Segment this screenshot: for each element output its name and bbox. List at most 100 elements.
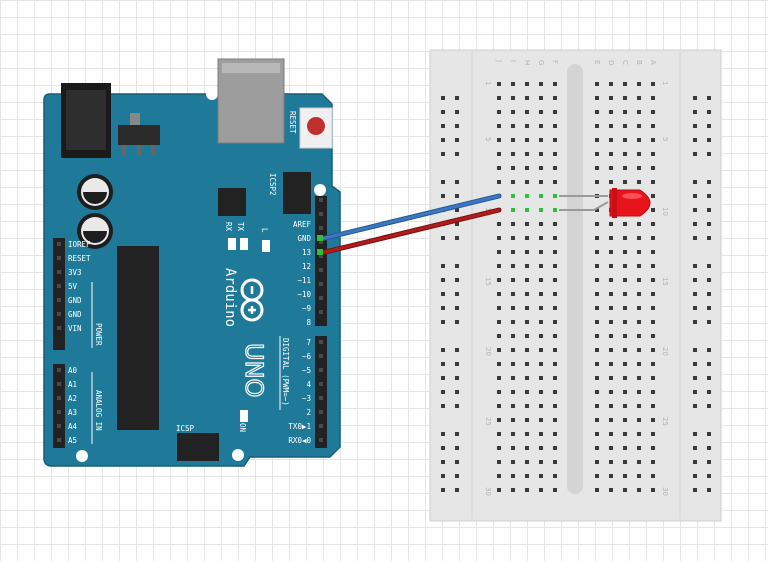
breadboard-hole bbox=[595, 96, 599, 100]
rail-hole bbox=[455, 390, 459, 394]
breadboard-hole bbox=[609, 152, 613, 156]
breadboard-hole bbox=[511, 110, 515, 114]
row-number: 10 bbox=[661, 207, 669, 216]
header-pin bbox=[319, 310, 323, 314]
rail-hole bbox=[693, 152, 697, 156]
rail-hole bbox=[455, 208, 459, 212]
header-pin bbox=[57, 424, 61, 428]
rail-hole bbox=[693, 208, 697, 212]
breadboard-hole bbox=[553, 474, 557, 478]
atmega16u2-chip bbox=[218, 188, 246, 216]
breadboard-hole bbox=[623, 418, 627, 422]
rail-hole bbox=[693, 474, 697, 478]
power-pin-label: 3V3 bbox=[68, 268, 82, 277]
breadboard-hole bbox=[637, 376, 641, 380]
power-pin-label: RESET bbox=[68, 254, 91, 263]
breadboard-hole bbox=[511, 96, 515, 100]
breadboard-hole bbox=[651, 208, 655, 212]
rail-hole bbox=[441, 488, 445, 492]
breadboard-hole bbox=[651, 278, 655, 282]
breadboard-hole bbox=[553, 180, 557, 184]
breadboard-hole bbox=[595, 82, 599, 86]
breadboard-hole bbox=[553, 376, 557, 380]
breadboard-hole bbox=[595, 376, 599, 380]
header-pin bbox=[319, 226, 323, 230]
breadboard-hole bbox=[623, 348, 627, 352]
breadboard-hole bbox=[539, 250, 543, 254]
arduino-wordmark: Arduino bbox=[222, 268, 238, 327]
rail-hole bbox=[707, 460, 711, 464]
breadboard-hole bbox=[511, 124, 515, 128]
breadboard-hole bbox=[525, 152, 529, 156]
breadboard-hole bbox=[637, 418, 641, 422]
breadboard-hole bbox=[511, 488, 515, 492]
breadboard-hole bbox=[623, 124, 627, 128]
breadboard-hole bbox=[609, 278, 613, 282]
breadboard-hole bbox=[511, 250, 515, 254]
analog-pin-label: A5 bbox=[68, 436, 77, 445]
digital-pin-label: ~10 bbox=[297, 290, 311, 299]
digital-header-top bbox=[315, 196, 327, 326]
breadboard-hole bbox=[497, 236, 501, 240]
breadboard-hole bbox=[497, 390, 501, 394]
breadboard-hole bbox=[637, 446, 641, 450]
breadboard-hole bbox=[623, 404, 627, 408]
rail-hole bbox=[455, 152, 459, 156]
breadboard-hole bbox=[511, 82, 515, 86]
wires bbox=[317, 193, 502, 256]
digital-pin-label: RX0◀0 bbox=[288, 436, 311, 445]
rail-hole bbox=[707, 306, 711, 310]
breadboard-hole bbox=[623, 292, 627, 296]
breadboard-hole bbox=[525, 278, 529, 282]
breadboard-hole bbox=[637, 180, 641, 184]
column-letter: I bbox=[509, 60, 517, 62]
breadboard-hole bbox=[525, 446, 529, 450]
rail-hole bbox=[455, 376, 459, 380]
digital-pin-label: 4 bbox=[306, 380, 311, 389]
header-pin bbox=[57, 368, 61, 372]
digital-pin-label: AREF bbox=[293, 220, 312, 229]
rail-hole bbox=[693, 180, 697, 184]
header-pin bbox=[319, 410, 323, 414]
rail-hole bbox=[455, 264, 459, 268]
capacitor bbox=[77, 213, 113, 249]
analog-pin-label: A3 bbox=[68, 408, 77, 417]
breadboard-hole bbox=[497, 264, 501, 268]
breadboard-hole bbox=[497, 418, 501, 422]
header-pin bbox=[319, 396, 323, 400]
header-pin bbox=[57, 326, 61, 330]
breadboard-hole bbox=[623, 488, 627, 492]
breadboard-hole bbox=[651, 320, 655, 324]
digital-pin-label: ~5 bbox=[302, 366, 311, 375]
header-pin bbox=[57, 438, 61, 442]
reset-button[interactable] bbox=[299, 107, 333, 149]
breadboard-hole bbox=[623, 96, 627, 100]
rail-hole bbox=[707, 96, 711, 100]
rail-hole bbox=[707, 124, 711, 128]
breadboard-hole bbox=[595, 390, 599, 394]
breadboard-hole bbox=[539, 348, 543, 352]
rail-hole bbox=[441, 236, 445, 240]
breadboard-hole bbox=[553, 222, 557, 226]
breadboard-hole bbox=[623, 306, 627, 310]
breadboard-hole bbox=[497, 320, 501, 324]
breadboard-hole bbox=[497, 82, 501, 86]
breadboard-hole bbox=[525, 138, 529, 142]
breadboard-hole bbox=[553, 334, 557, 338]
rail-hole bbox=[441, 460, 445, 464]
breadboard-hole bbox=[497, 432, 501, 436]
row-number: 20 bbox=[661, 347, 669, 356]
header-pin bbox=[319, 438, 323, 442]
digital-pin-label: 13 bbox=[302, 248, 311, 257]
column-letter: A bbox=[649, 60, 657, 65]
rail-hole bbox=[455, 432, 459, 436]
rail-hole bbox=[441, 152, 445, 156]
breadboard-hole bbox=[609, 166, 613, 170]
l-label: L bbox=[260, 228, 269, 233]
breadboard-hole bbox=[623, 110, 627, 114]
breadboard-hole bbox=[539, 82, 543, 86]
row-number: 30 bbox=[661, 487, 669, 496]
breadboard-hole bbox=[595, 320, 599, 324]
